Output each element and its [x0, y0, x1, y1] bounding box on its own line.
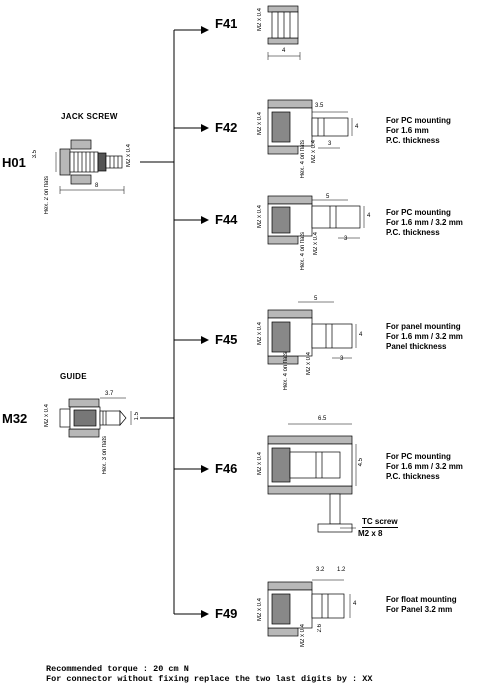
- f45-note: For panel mounting For 1.6 mm / 3.2 mm P…: [386, 322, 463, 352]
- f41-drawing: [267, 5, 301, 60]
- guide-drawing: [59, 397, 132, 438]
- note-line: For Panel 3.2 mm: [386, 605, 453, 614]
- connector-lines: [140, 26, 209, 618]
- note-line: For 1.6 mm / 3.2 mm: [386, 218, 463, 227]
- jack-caption: JACK SCREW: [61, 112, 118, 121]
- jack-dim-height: 3.5: [32, 150, 38, 159]
- variant-code-f41: F41: [215, 16, 238, 31]
- f42-drawing: [267, 99, 353, 155]
- variant-code-f46: F46: [215, 461, 238, 476]
- note-line: P.C. thickness: [386, 228, 440, 237]
- f46-note: For PC mounting For 1.6 mm / 3.2 mm P.C.…: [386, 452, 463, 482]
- f49-dim-bottom: 2.6: [317, 624, 323, 633]
- f44-dim-thread: M2 x 0.4: [257, 205, 263, 229]
- f49-dim-height: 4: [353, 601, 357, 607]
- note-line: For 1.6 mm: [386, 126, 429, 135]
- footer-notes: Recommended torque : 20 cm N For connect…: [46, 664, 372, 684]
- note-line: P.C. thickness: [386, 136, 440, 145]
- f42-dim-thread2: M2 x 0.4: [311, 140, 317, 164]
- f42-dim-bottom: 3: [328, 141, 332, 147]
- variant-code-f44: F44: [215, 212, 238, 227]
- note-line: For PC mounting: [386, 452, 451, 461]
- variant-code-f45: F45: [215, 332, 238, 347]
- f41-dim-length: 4: [282, 48, 286, 54]
- f42-dim-hex: Hex. 4 on flats: [300, 140, 306, 179]
- f46-dim-height: 4.5: [358, 458, 364, 467]
- f44-drawing: [267, 195, 365, 245]
- f44-dim-top: 5: [326, 194, 330, 200]
- variant-code-f42: F42: [215, 120, 238, 135]
- jack-dim-hex: Hex. 2 on flats: [44, 176, 50, 215]
- f45-dim-thread2: M2 x 0.4: [306, 352, 312, 376]
- f49-dim-thread: M2 x 0.4: [257, 598, 263, 622]
- f45-dim-top: 5: [314, 296, 318, 302]
- guide-dim-length: 3.7: [105, 391, 114, 397]
- f49-note: For float mounting For Panel 3.2 mm: [386, 595, 457, 615]
- f44-dim-hex: Hex. 4 on flats: [300, 232, 306, 271]
- jack-screw-drawing: [55, 139, 125, 194]
- f42-dim-height: 4: [355, 124, 359, 130]
- f46-screw-size: M2 x 8: [358, 529, 383, 538]
- f44-dim-height: 4: [367, 213, 371, 219]
- f46-dim-top: 6.5: [318, 416, 327, 422]
- f44-dim-bottom: 3: [344, 236, 348, 242]
- f46-drawing: [267, 423, 357, 533]
- f45-dim-thread: M2 x 0.4: [257, 322, 263, 346]
- f44-note: For PC mounting For 1.6 mm / 3.2 mm P.C.…: [386, 208, 463, 238]
- f42-dim-top: 3.5: [315, 103, 324, 109]
- guide-dim-thread: M2 x 0.4: [44, 404, 50, 428]
- f46-screw-label: TC screw: [362, 517, 398, 528]
- f41-dim-thread: M2 x 0.4: [257, 8, 263, 32]
- f45-dim-bottom: 3: [340, 356, 344, 362]
- jack-dim-length: 8: [95, 183, 99, 189]
- f45-drawing: [267, 301, 357, 365]
- f44-dim-thread2: M2 x 0.4: [313, 232, 319, 256]
- f42-note: For PC mounting For 1.6 mm P.C. thicknes…: [386, 116, 451, 146]
- f49-dim-thread2: M2 x 0.4: [300, 624, 306, 648]
- guide-dim-hex: Hex. 3 on flats: [102, 436, 108, 475]
- torque-note: Recommended torque : 20 cm N: [46, 664, 189, 674]
- jack-code: H01: [2, 155, 26, 170]
- f49-dim-top-a: 3.2: [316, 567, 325, 573]
- note-line: P.C. thickness: [386, 472, 440, 481]
- jack-dim-thread: M2 x 0.4: [126, 144, 132, 168]
- note-line: For 1.6 mm / 3.2 mm: [386, 462, 463, 471]
- note-line: For PC mounting: [386, 208, 451, 217]
- note-line: For panel mounting: [386, 322, 461, 331]
- guide-code: M32: [2, 411, 28, 426]
- variant-code-f49: F49: [215, 606, 238, 621]
- guide-caption: GUIDE: [60, 372, 87, 381]
- guide-dim-dia: 1.5: [134, 412, 140, 421]
- note-line: For float mounting: [386, 595, 457, 604]
- note-line: For PC mounting: [386, 116, 451, 125]
- f49-drawing: [267, 579, 351, 637]
- f42-dim-thread: M2 x 0.4: [257, 112, 263, 136]
- f49-dim-top-b: 1.2: [337, 567, 346, 573]
- note-line: Panel thickness: [386, 342, 447, 351]
- note-line: For 1.6 mm / 3.2 mm: [386, 332, 463, 341]
- f45-dim-height: 4: [359, 332, 363, 338]
- no-fixing-note: For connector without fixing replace the…: [46, 674, 373, 684]
- f45-dim-hex: Hex. 4 on flats: [283, 352, 289, 391]
- f46-dim-thread: M2 x 0.4: [257, 452, 263, 476]
